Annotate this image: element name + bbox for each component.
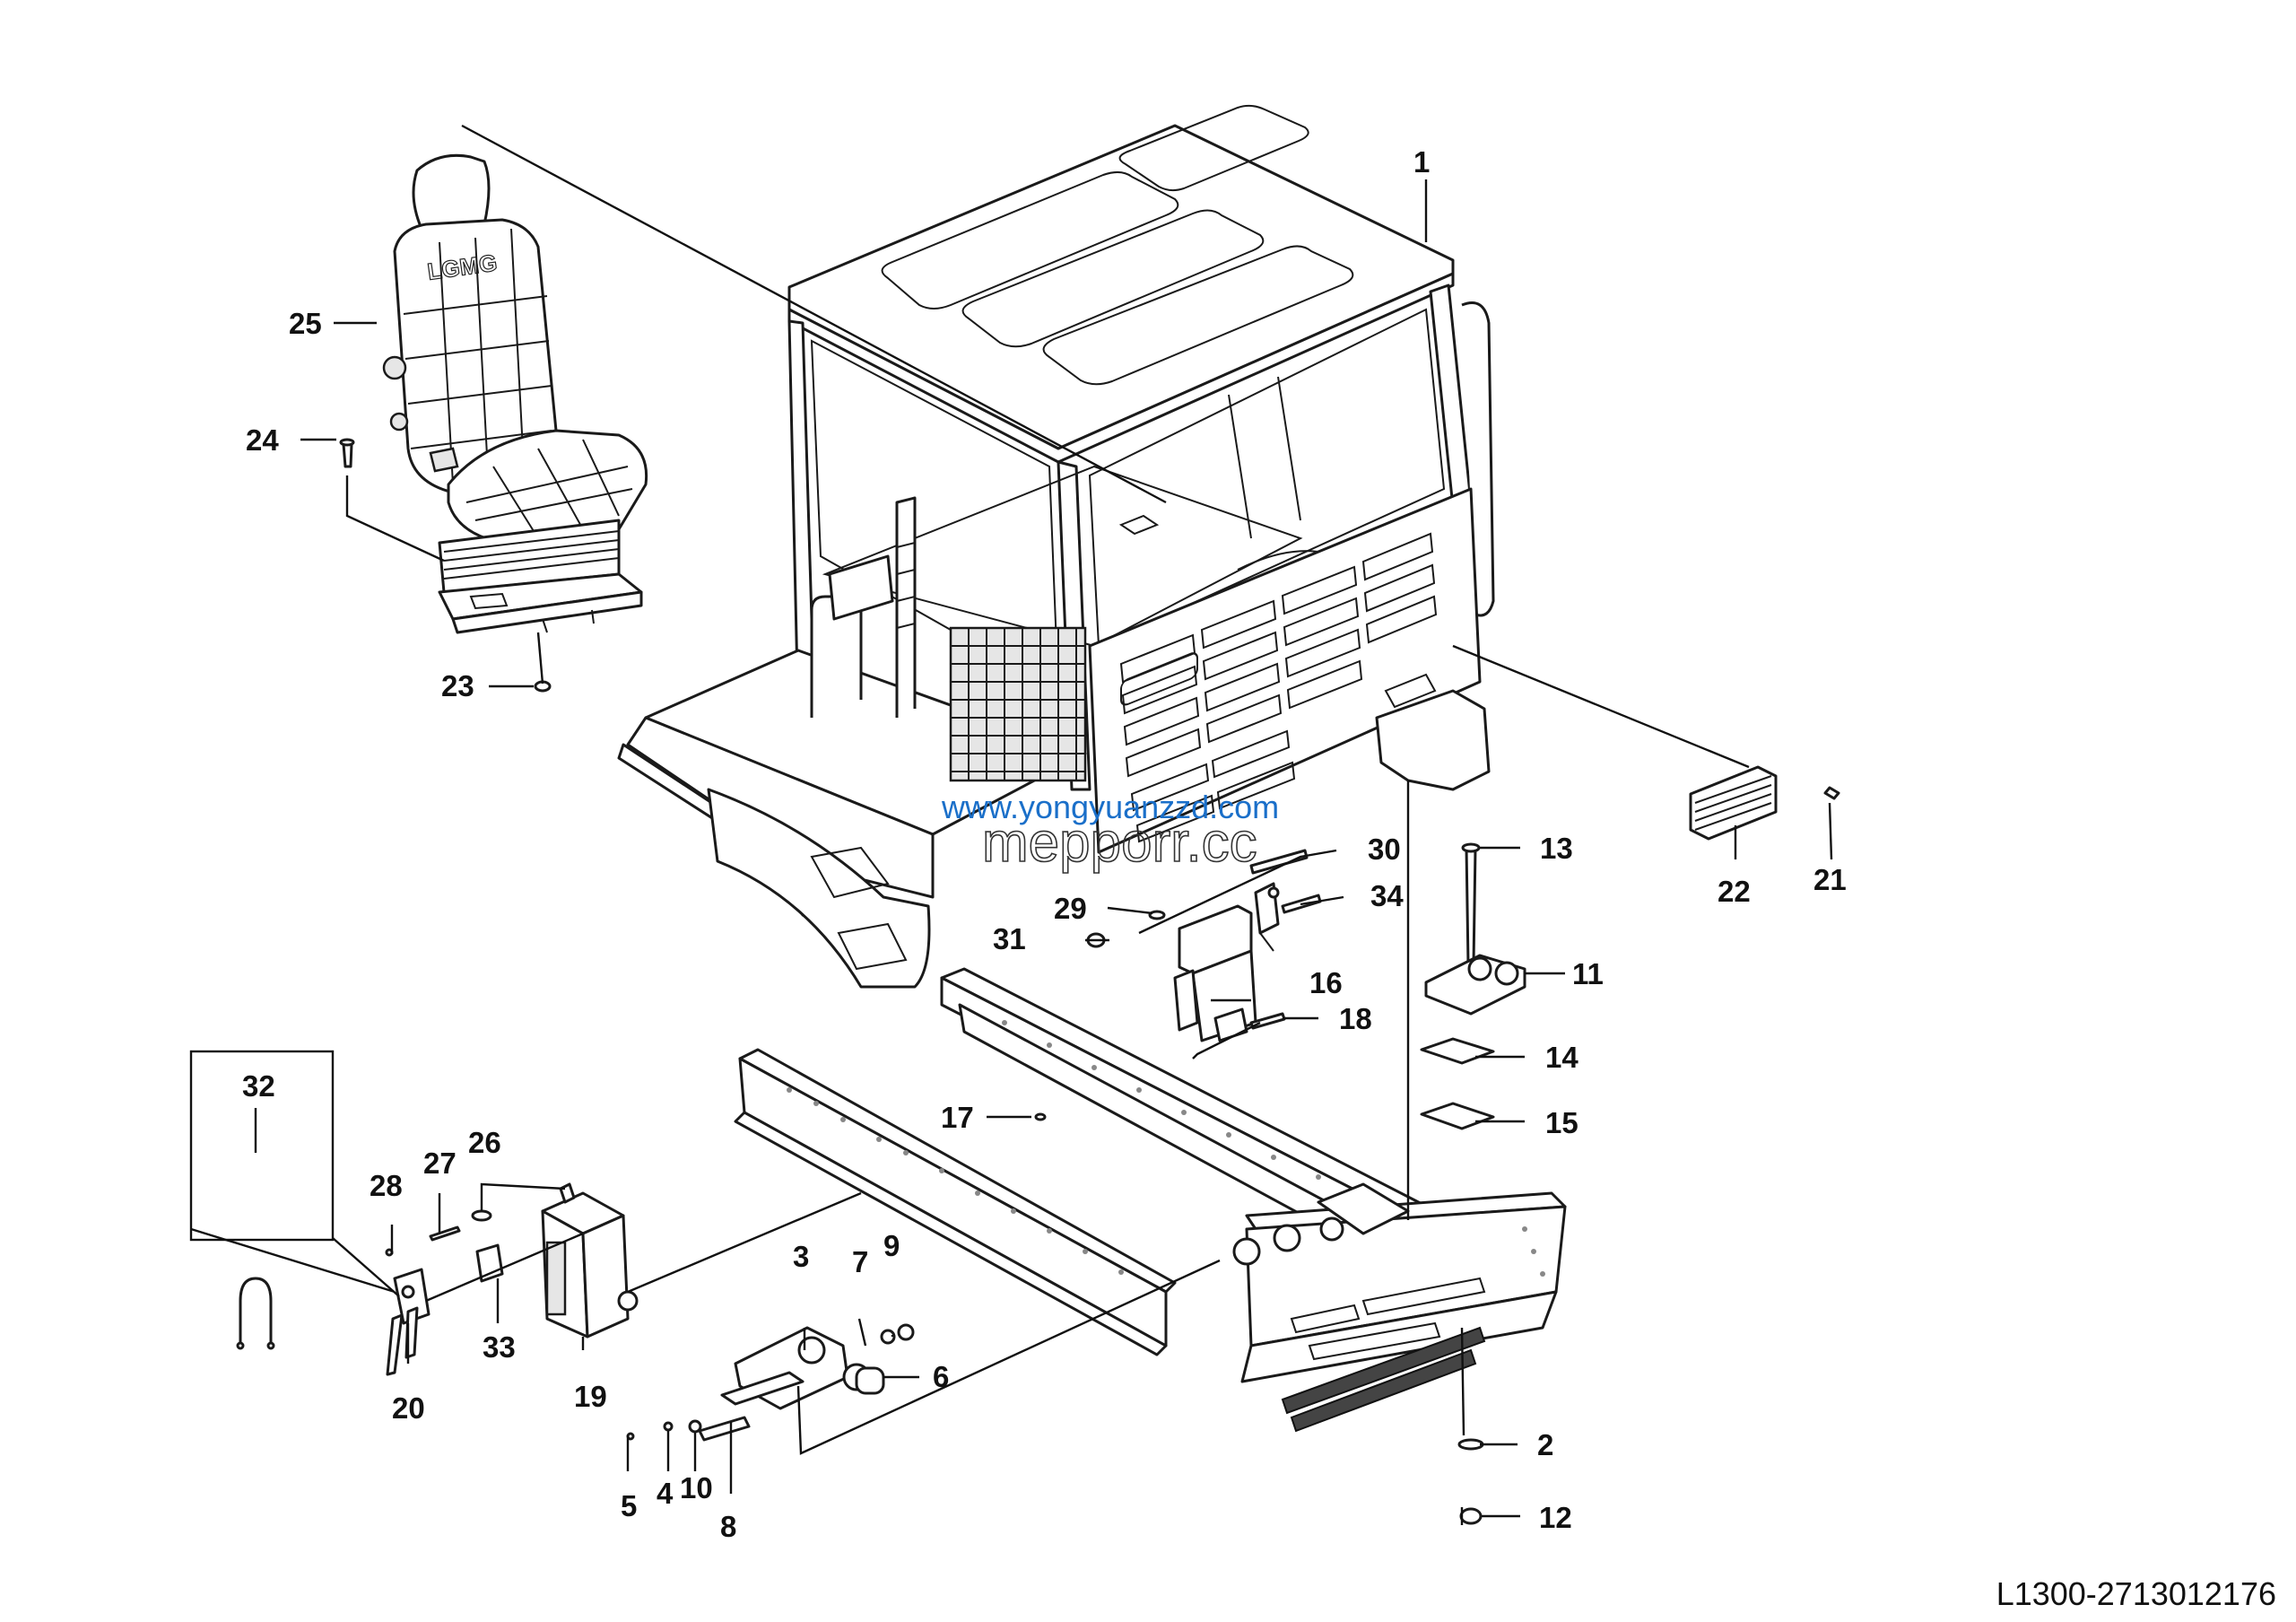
bracket-19 [541,1182,639,1339]
callout-20: 20 [392,1391,425,1425]
callout-23: 23 [441,669,474,702]
rear-grille-slots [1119,532,1438,843]
leader-lines [190,124,1833,1525]
callout-14: 14 [1545,1041,1578,1074]
watermark-url: www.yongyuanzzd.com [941,789,1279,825]
cab-assembly [617,104,1495,989]
callout-27: 27 [423,1147,457,1180]
callout-33: 33 [483,1330,516,1364]
latch-20 [386,1268,430,1376]
callout-24: 24 [246,423,279,457]
callout-30: 30 [1368,833,1401,866]
callout-22: 22 [1718,875,1751,908]
watermark-overlay: mepporr.cc [982,812,1257,874]
callout-3: 3 [793,1240,809,1273]
callout-7: 7 [852,1245,868,1278]
u-bolt-32 [189,1050,335,1350]
front-hinge-mount [626,1323,915,1442]
callout-8: 8 [720,1510,736,1543]
chassis-frame [734,967,1567,1433]
callout-11: 11 [1572,957,1604,990]
callout-21: 21 [1813,863,1847,896]
callout-10: 10 [680,1471,713,1504]
small-hardware [339,438,1840,1525]
callout-25: 25 [289,307,322,340]
callout-12: 12 [1539,1501,1572,1534]
callout-15: 15 [1545,1106,1578,1139]
callout-34: 34 [1370,879,1404,912]
operator-seat: LGMG [382,153,648,634]
callout-29: 29 [1054,892,1087,925]
frame-underside-slats [1281,1326,1486,1433]
callout-9: 9 [883,1229,900,1262]
callout-32: 32 [242,1069,275,1103]
callout-17: 17 [941,1101,974,1134]
callout-19: 19 [574,1380,607,1413]
bracket-16 [1173,882,1280,1042]
callout-13: 13 [1540,832,1573,865]
drawing-number: L1300-2713012176 [1996,1575,2276,1612]
detail-box-32 [189,1050,335,1242]
callout-5: 5 [621,1489,637,1522]
callout-16: 16 [1309,966,1343,999]
callout-labels: 1 2 3 4 5 6 7 8 9 10 11 12 13 14 15 16 1… [242,145,1847,1543]
callout-6: 6 [933,1360,949,1393]
callout-2: 2 [1537,1428,1553,1461]
callout-28: 28 [370,1169,403,1202]
callout-26: 26 [468,1126,501,1159]
callout-31: 31 [993,922,1026,955]
callout-18: 18 [1339,1002,1372,1035]
callout-4: 4 [657,1477,674,1510]
callout-1: 1 [1413,145,1430,179]
